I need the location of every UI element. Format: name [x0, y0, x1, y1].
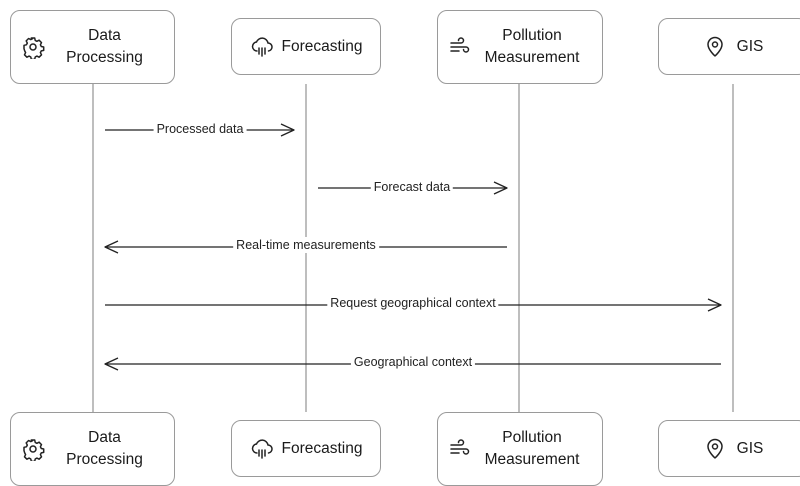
- message-label: Real-time measurements: [233, 237, 379, 253]
- participant-label: Pollution Measurement: [484, 429, 580, 468]
- participant-data-processing-top: Data Processing: [10, 10, 175, 84]
- participant-label: Data Processing: [66, 429, 143, 468]
- gear-icon: [21, 35, 45, 59]
- participant-forecasting-top: Forecasting: [231, 18, 381, 75]
- message-label: Geographical context: [350, 354, 476, 370]
- arrowhead: [707, 298, 722, 312]
- message-label: Forecast data: [370, 179, 454, 195]
- participant-gis-top: GIS: [658, 18, 800, 75]
- participant-label: GIS: [736, 37, 764, 55]
- participant-label: GIS: [736, 439, 764, 457]
- cloud-rain-icon: [250, 437, 274, 461]
- arrowhead: [280, 123, 295, 137]
- participant-pollution-measurement-top: Pollution Measurement: [437, 10, 603, 84]
- participant-label: Forecasting: [281, 37, 363, 55]
- wind-icon: [448, 35, 472, 59]
- map-pin-icon: [703, 35, 727, 59]
- participant-pollution-measurement-bottom: Pollution Measurement: [437, 412, 603, 486]
- participant-gis-bottom: GIS: [658, 420, 800, 477]
- message-label: Processed data: [153, 121, 247, 137]
- arrowhead: [104, 357, 119, 371]
- message-label: Request geographical context: [327, 295, 499, 311]
- wind-icon: [448, 437, 472, 461]
- map-pin-icon: [703, 437, 727, 461]
- participant-label: Forecasting: [281, 439, 363, 457]
- participant-forecasting-bottom: Forecasting: [231, 420, 381, 477]
- arrowhead: [493, 181, 508, 195]
- participant-data-processing-bottom: Data Processing: [10, 412, 175, 486]
- gear-icon: [21, 437, 45, 461]
- participant-label: Pollution Measurement: [484, 27, 580, 66]
- arrowhead: [104, 240, 119, 254]
- cloud-rain-icon: [250, 35, 274, 59]
- participant-label: Data Processing: [66, 27, 143, 66]
